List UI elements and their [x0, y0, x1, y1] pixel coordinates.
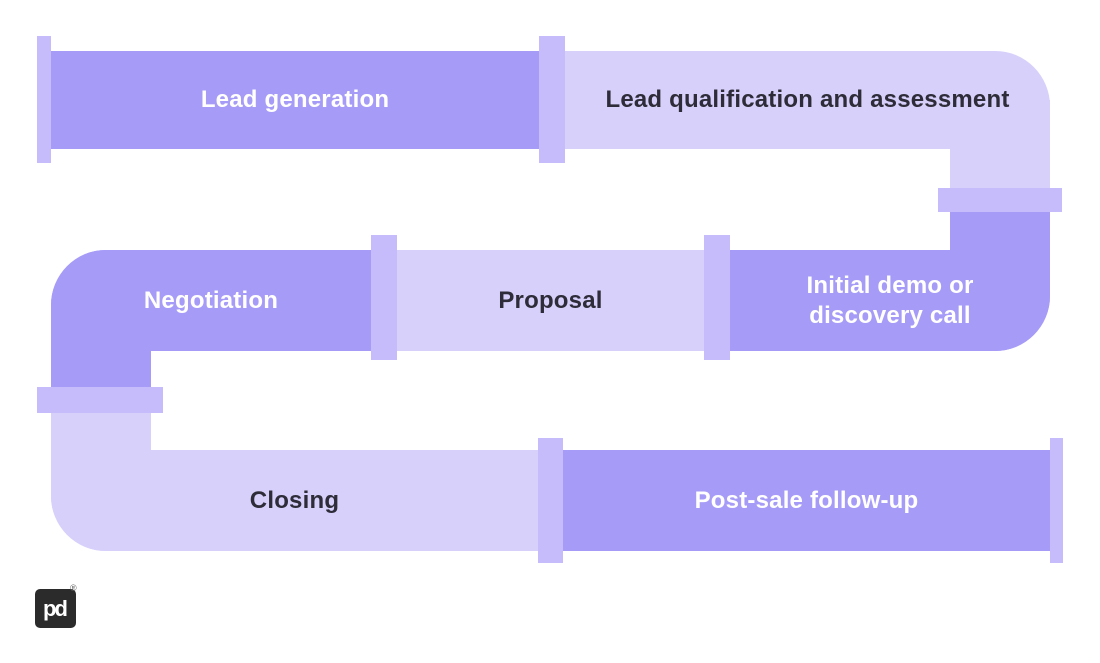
pipe-initial-demo-horizontal	[717, 250, 1050, 351]
coupling-left-leg	[37, 387, 163, 413]
coupling-endcap-lead-generation	[37, 36, 51, 163]
logo-pd-mark: pd	[43, 595, 68, 621]
pipe-proposal	[384, 250, 717, 351]
pipe-post-sale-follow-up	[550, 450, 1050, 551]
label-lead-qualification: Lead qualification and assessment	[605, 86, 1010, 113]
label-closing: Closing	[249, 486, 340, 514]
label-lead-generation: Lead generation	[200, 86, 390, 113]
coupling-proposal-initialdemo	[704, 235, 730, 360]
pipe-negotiation-vertical	[51, 250, 151, 400]
registered-trademark-symbol: ®	[70, 583, 77, 593]
logo-square: pd	[35, 589, 76, 628]
coupling-endcap-postsale	[1050, 438, 1063, 563]
pipe-lead-qualification-vertical	[950, 100, 1050, 200]
label-post-sale-follow-up: Post-sale follow-up	[694, 486, 919, 514]
coupling-negotiation-proposal	[371, 235, 397, 360]
coupling-closing-postsale	[538, 438, 563, 563]
label-negotiation: Negotiation	[143, 286, 279, 314]
coupling-right-leg	[938, 188, 1062, 212]
label-initial-demo: Initial demo or discovery call	[806, 271, 974, 329]
pandadoc-logo: pd ®	[35, 583, 85, 631]
pipe-lead-generation	[50, 51, 552, 149]
pipe-closing-horizontal	[51, 450, 550, 551]
label-proposal: Proposal	[498, 286, 603, 314]
coupling-leadgen-qualification	[539, 36, 565, 163]
